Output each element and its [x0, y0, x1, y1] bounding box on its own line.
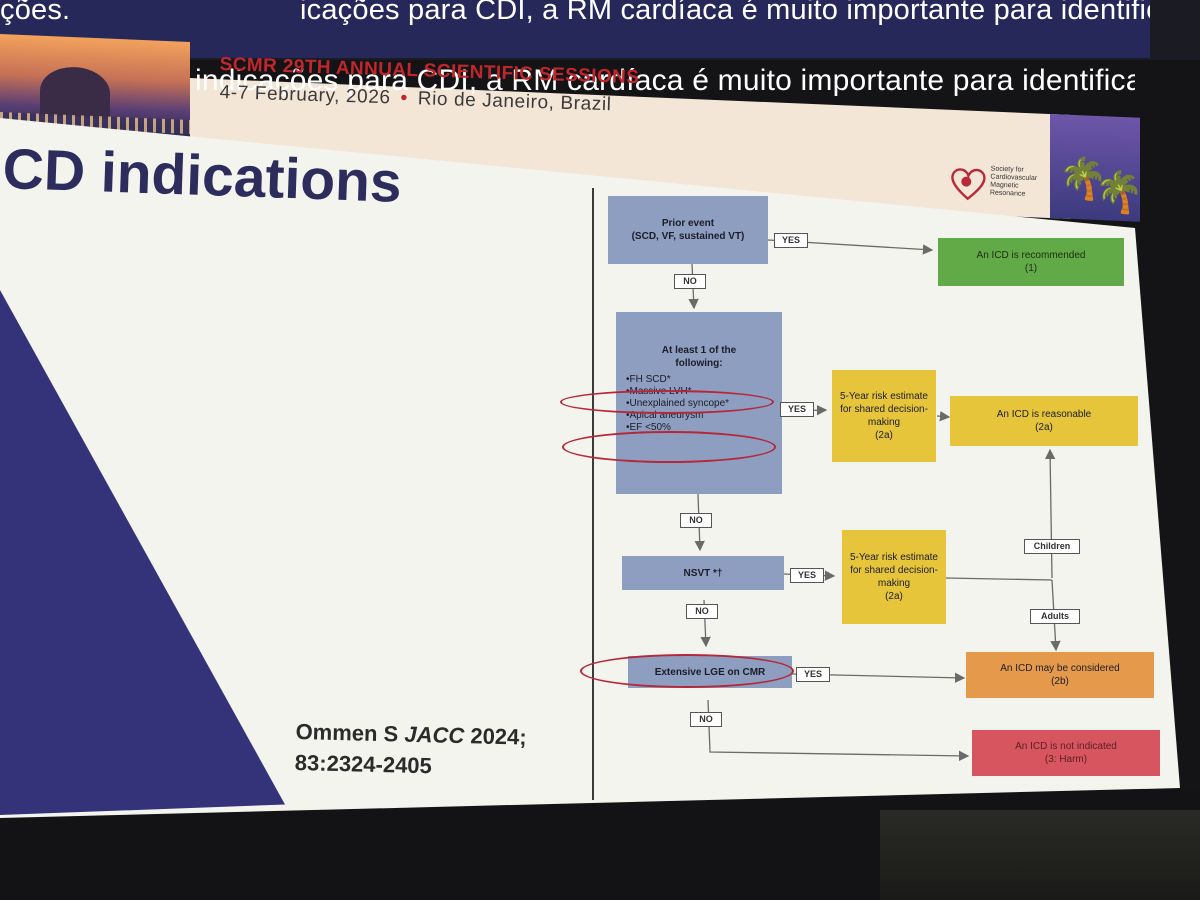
- adults-tag: Adults: [1030, 609, 1080, 624]
- not-indicated-class: (3: Harm): [1044, 754, 1088, 765]
- slide-heading: CD indications: [1, 136, 403, 215]
- no-tag-criteria: NO: [680, 513, 712, 528]
- reasonable-label: An ICD is reasonable: [996, 409, 1092, 420]
- nsvt-label: NSVT *†: [683, 567, 723, 579]
- prior-event-box: Prior event (SCD, VF, sustained VT): [608, 196, 768, 264]
- bullet-separator: •: [400, 87, 409, 109]
- recommended-class: (1): [1024, 263, 1038, 274]
- criterion-ef: EF <50%: [626, 422, 782, 434]
- icd-reasonable-box: An ICD is reasonable (2a): [950, 396, 1138, 446]
- children-tag: Children: [1024, 539, 1080, 554]
- citation-year: 2024;: [463, 723, 527, 750]
- risk-estimate-class-2: (2a): [885, 591, 903, 602]
- may-be-considered-label: An ICD may be considered: [1000, 663, 1120, 674]
- caption-bar: ções. icações para CDI, a RM cardíaca é …: [0, 0, 1150, 58]
- arrow-lge-to-not-indicated: [707, 699, 970, 762]
- risk-estimate-label-1: 5-Year risk estimate for shared decision…: [840, 391, 928, 428]
- prior-event-title: Prior event: [661, 218, 715, 229]
- caption-left-text: ções.: [0, 0, 71, 26]
- icd-recommended-box: An ICD is recommended (1): [938, 238, 1124, 286]
- caption-second-text: indicações para CDI, a RM cardíaca é mui…: [195, 64, 1135, 97]
- yes-tag-nsvt: YES: [790, 568, 824, 583]
- flowchart-panel: Prior event (SCD, VF, sustained VT) An I…: [560, 188, 1174, 800]
- annotation-circle-lge: [580, 654, 794, 688]
- citation-author: Ommen S: [295, 718, 405, 747]
- no-tag-nsvt: NO: [686, 604, 718, 619]
- not-indicated-label: An ICD is not indicated: [1015, 741, 1117, 752]
- floor-light: [880, 810, 1200, 900]
- yes-tag-criteria: YES: [780, 402, 814, 417]
- icd-may-be-considered-box: An ICD may be considered (2b): [966, 652, 1154, 698]
- no-tag-lge: NO: [690, 712, 722, 727]
- caption-right-text: icações para CDI, a RM cardíaca é muito …: [300, 0, 1150, 26]
- citation-journal: JACC: [404, 721, 465, 749]
- criterion-fh-scd: FH SCD*: [626, 374, 782, 386]
- prior-event-detail: (SCD, VF, sustained VT): [631, 231, 745, 242]
- annotation-circle-apical-ef: [562, 431, 776, 463]
- no-tag-prior-event: NO: [674, 274, 706, 289]
- annotation-circle-massive-lvh: [560, 390, 774, 414]
- sugarloaf-shape: [40, 65, 110, 119]
- caption-second-line: indicações para CDI, a RM cardíaca é mui…: [195, 62, 1135, 100]
- reasonable-class: (2a): [1035, 422, 1053, 433]
- risk-estimate-class-1: (2a): [875, 430, 893, 441]
- nsvt-box: NSVT *†: [622, 556, 784, 590]
- conference-dates: 4-7 February, 2026: [219, 82, 391, 109]
- criteria-title: At least 1 of the following:: [661, 345, 737, 369]
- recommended-label: An ICD is recommended: [976, 250, 1086, 261]
- risk-estimate-box-2: 5-Year risk estimate for shared decision…: [842, 530, 946, 624]
- heart-logo-icon: [951, 168, 986, 201]
- criterion-apical-aneurysm: Apical aneurysm: [626, 410, 782, 422]
- risk-estimate-box-1: 5-Year risk estimate for shared decision…: [832, 370, 936, 462]
- yes-tag-prior-event: YES: [774, 233, 808, 248]
- caption-right: icações para CDI, a RM cardíaca é muito …: [300, 0, 1150, 58]
- yes-tag-lge: YES: [796, 667, 830, 682]
- may-be-considered-class: (2b): [1051, 676, 1069, 687]
- citation-line-2: 83:2324-2405: [294, 749, 433, 779]
- risk-estimate-label-2: 5-Year risk estimate for shared decision…: [850, 552, 938, 589]
- arrow-risk1-to-reasonable: [936, 411, 951, 422]
- icd-not-indicated-box: An ICD is not indicated (3: Harm): [972, 730, 1160, 776]
- line-risk2-to-branch: [945, 577, 1053, 581]
- arrow-children-to-reasonable: [1044, 448, 1056, 579]
- society-logo: Society for Cardiovascular Magnetic Reso…: [949, 160, 1061, 220]
- citation: Ommen S JACC 2024; 83:2324-2405: [294, 716, 527, 784]
